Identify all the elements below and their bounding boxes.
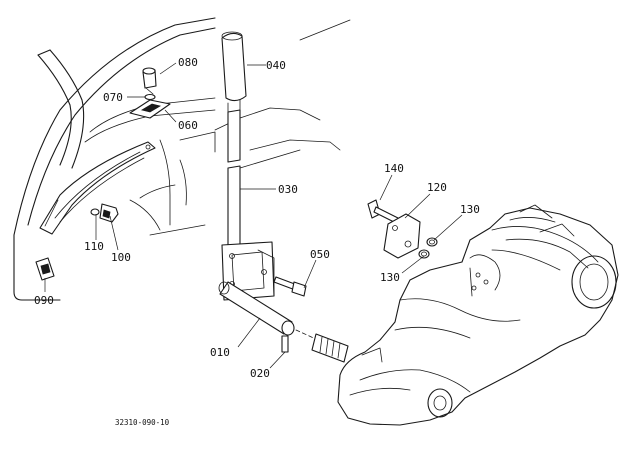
label-020: 020 xyxy=(250,367,270,380)
washer-070 xyxy=(144,93,156,101)
clip-090 xyxy=(35,257,55,281)
label-110: 110 xyxy=(84,240,104,253)
label-090: 090 xyxy=(34,294,54,307)
label-140: 140 xyxy=(384,162,404,175)
label-120: 120 xyxy=(427,181,447,194)
bolt-140 xyxy=(367,199,399,224)
label-080: 080 xyxy=(178,56,198,69)
label-010: 010 xyxy=(210,346,230,359)
o-ring-130-lower xyxy=(418,249,430,259)
grip-040 xyxy=(221,31,247,102)
bolt-050 xyxy=(273,276,307,297)
lever-bracket xyxy=(221,241,275,301)
shaft-010 xyxy=(218,281,295,336)
plate-120 xyxy=(383,213,421,259)
label-050: 050 xyxy=(310,248,330,261)
label-060: 060 xyxy=(178,119,198,132)
transmission-housing xyxy=(337,204,619,426)
bracket-plate-060 xyxy=(129,99,171,119)
label-040: 040 xyxy=(266,59,286,72)
part-labels: 040 080 070 060 030 050 090 110 100 140 … xyxy=(34,56,480,380)
body-panel-outline xyxy=(13,17,351,301)
drawing-number: 32310-090-10 xyxy=(115,418,170,427)
label-070: 070 xyxy=(103,91,123,104)
label-100: 100 xyxy=(111,251,131,264)
o-ring-130-upper xyxy=(426,237,438,247)
label-130-upper: 130 xyxy=(460,203,480,216)
pin-020 xyxy=(281,335,289,353)
lever-030 xyxy=(227,99,241,248)
washer-110 xyxy=(90,208,100,216)
linkage-rod xyxy=(295,329,349,363)
wing-bolt-100 xyxy=(99,203,119,223)
leader-lines xyxy=(44,62,463,369)
guide-plate xyxy=(39,141,156,235)
knob-080 xyxy=(142,67,157,95)
label-130-lower: 130 xyxy=(380,271,400,284)
label-030: 030 xyxy=(278,183,298,196)
